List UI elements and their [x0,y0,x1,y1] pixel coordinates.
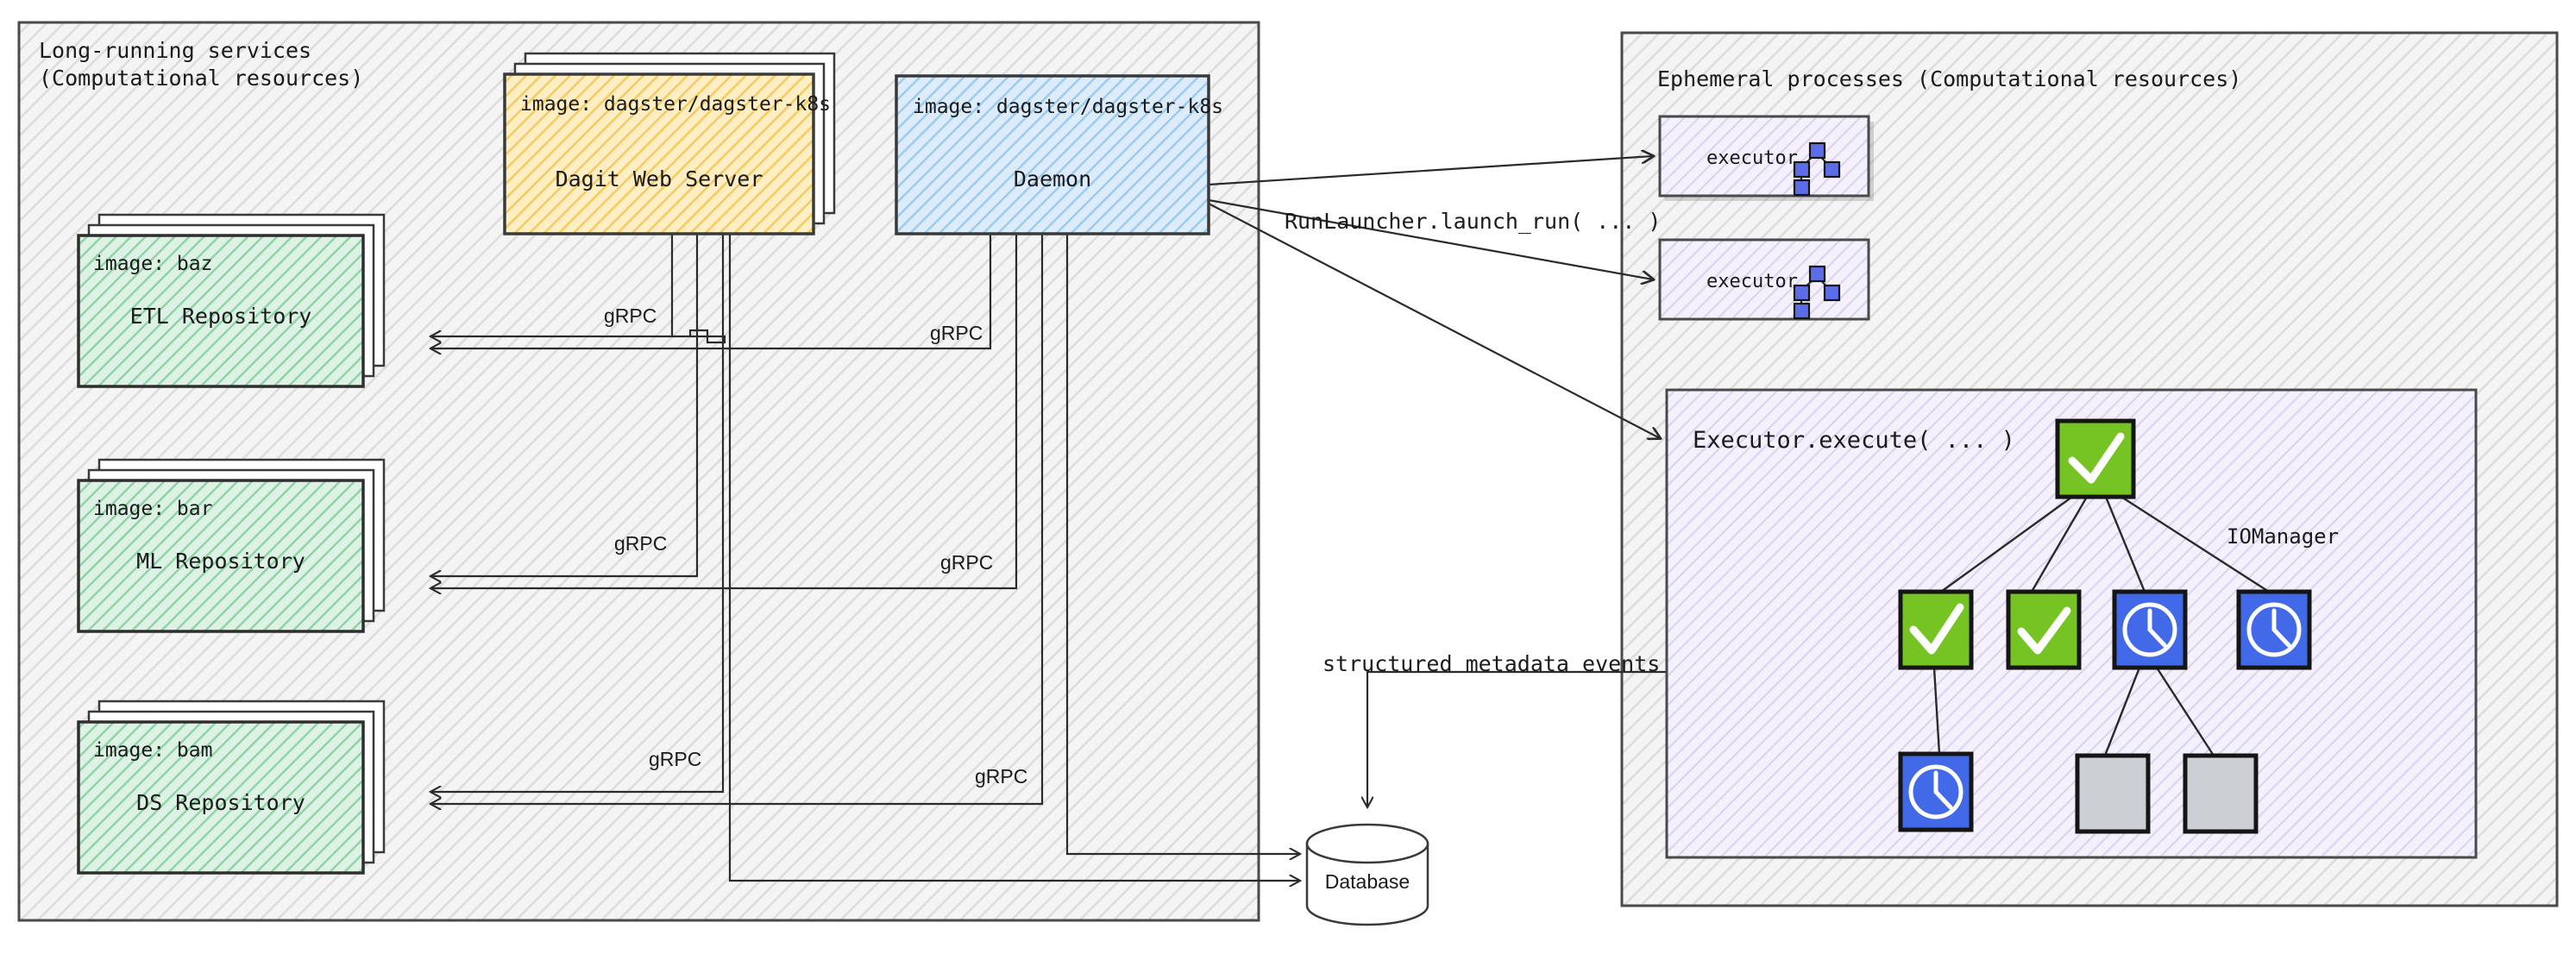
repository-etl[interactable]: image: baz ETL Repository [77,213,386,388]
dag-edge [2030,496,2089,593]
panel-ephemeral-title: Ephemeral processes (Computational resou… [1657,66,2241,91]
execution-node-g3[interactable] [2183,753,2259,834]
executor-execute-panel: Executor.execute( ... ) IOManager [1665,388,2478,859]
service-name: Daemon [1014,166,1091,191]
edge-dagit-etl [431,170,726,344]
dag-icon [1793,265,1841,320]
edge-daemon-ds [431,170,1044,804]
repository-image-label: image: bar [93,498,212,520]
edge-executor-metadata-database [1367,670,1667,807]
check-icon [2068,432,2125,484]
repository-name: ML Repository [136,549,305,574]
dag-edge [1940,496,2073,593]
service-name: Dagit Web Server [556,166,763,191]
dag-icon [1793,141,1841,197]
service-image-label: image: dagster/dagster-k8s [520,93,831,116]
database-cylinder[interactable]: Database [1305,823,1429,926]
repository-image-label: image: baz [93,253,212,275]
execution-node-g2[interactable] [2075,753,2151,834]
service-daemon[interactable]: image: dagster/dagster-k8s Daemon [895,74,1223,235]
executor-label: executor [1706,271,1798,292]
check-icon [2017,606,2071,655]
connector-group [431,156,1667,881]
execution-node-root[interactable] [2055,418,2136,499]
grpc-label: gRPC [940,551,993,574]
run-launcher-label: RunLauncher.launch_run( ... ) [1285,209,1662,234]
edge-daemon-executor-2 [1208,198,1653,279]
edge-daemon-database [1065,170,1299,854]
execution-dag-edges [1932,495,2270,756]
execution-node-c2[interactable] [2006,589,2082,670]
grpc-label: gRPC [614,532,667,555]
service-image-label: image: dagster/dagster-k8s [913,96,1223,118]
grpc-label-group: gRPC gRPC gRPC gRPC gRPC gRPC [604,304,1027,788]
execution-node-c1[interactable] [1898,589,1974,670]
execution-node-g1[interactable] [1898,751,1974,832]
dag-edge [2103,667,2141,756]
dag-edge [2120,495,2270,593]
repository-ds[interactable]: image: bam DS Repository [77,700,386,875]
execution-node-c3[interactable] [2112,589,2188,670]
clock-icon [2122,602,2177,657]
io-manager-label: IOManager [2227,524,2339,549]
edge-dagit-database [728,170,1299,881]
grpc-label: gRPC [649,748,701,770]
edge-daemon-ml [431,170,1018,588]
executor-box-1[interactable]: executor [1658,115,1874,201]
structured-metadata-events-label: structured metadata events [1323,651,1660,676]
dag-edge [1932,667,1941,755]
grpc-label: gRPC [975,765,1027,788]
repository-image-label: image: bam [93,739,212,762]
service-dagit-web-server[interactable]: image: dagster/dagster-k8s Dagit Web Ser… [503,52,836,235]
edge-daemon-executor-1 [1208,156,1653,186]
repository-name: DS Repository [136,790,305,815]
edge-dagit-ml [431,170,699,576]
database-label: Database [1325,870,1410,893]
grpc-label: gRPC [930,322,983,344]
dag-edge [2104,496,2146,593]
executor-box-2[interactable]: executor [1658,238,1870,321]
clock-icon [2246,602,2302,657]
grpc-label: gRPC [604,304,657,327]
panel-long-running-title-line-1: Long-running services [39,38,311,63]
panel-long-running-title-line-2: (Computational resources) [39,66,363,91]
executor-execute-label: Executor.execute( ... ) [1693,427,2015,454]
edge-daemon-executor-panel [1208,203,1660,438]
edge-dagit-ds [431,170,725,792]
repository-ml[interactable]: image: bar ML Repository [77,458,386,633]
clock-icon [1908,764,1963,819]
execution-node-c4[interactable] [2236,589,2312,670]
dag-edge [2155,667,2215,756]
executor-label: executor [1706,147,1798,169]
repository-name: ETL Repository [130,304,312,329]
check-icon [1909,603,1964,655]
